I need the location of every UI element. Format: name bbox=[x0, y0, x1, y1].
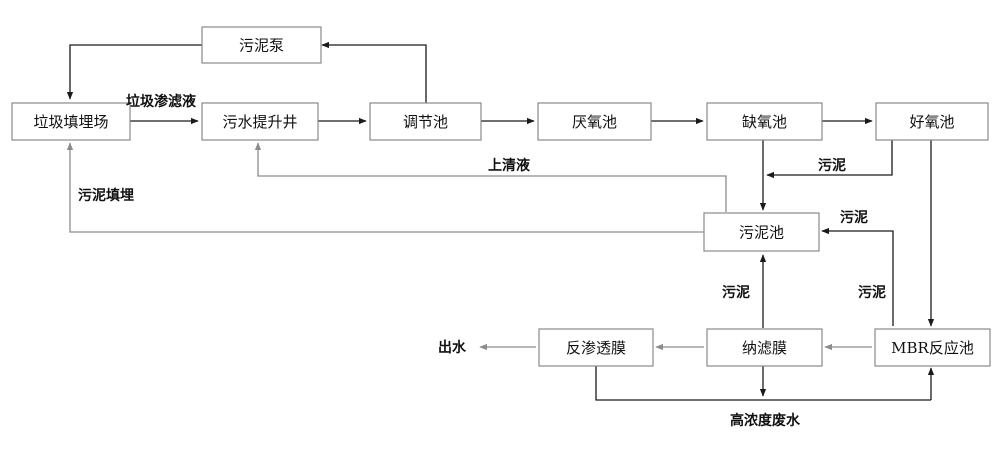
box-anaerobic-tank bbox=[537, 102, 652, 141]
node-lift-well: 污水提升井 bbox=[222, 113, 297, 131]
box-mbr-tank bbox=[874, 328, 991, 367]
node-reverse-osmosis: 反渗透膜 bbox=[566, 339, 626, 357]
box-nanofiltration bbox=[706, 328, 823, 367]
box-sludge-pump bbox=[201, 26, 322, 64]
label-effluent: 出水 bbox=[438, 339, 467, 356]
node-aerobic-tank: 好氧池 bbox=[909, 113, 954, 131]
edge-supernatant-to-lift-well bbox=[254, 142, 727, 212]
box-anoxic-tank bbox=[706, 102, 823, 141]
node-landfill: 垃圾填埋场 bbox=[33, 113, 108, 131]
edge-mbr-sludge-to-sludge-tank bbox=[821, 227, 894, 326]
label-sludge-mbr-lower: 污泥 bbox=[858, 284, 886, 301]
label-sludge-nanofiltration: 污泥 bbox=[722, 284, 750, 301]
box-lift-well bbox=[201, 102, 319, 141]
box-reverse-osmosis bbox=[538, 328, 654, 367]
node-regulating-tank: 调节池 bbox=[403, 113, 448, 131]
node-anaerobic-tank: 厌氧池 bbox=[572, 113, 617, 131]
box-aerobic-tank bbox=[875, 102, 989, 141]
label-sludge-landfill: 污泥填埋 bbox=[78, 187, 134, 204]
node-nanofiltration: 纳滤膜 bbox=[742, 339, 787, 357]
label-leachate: 垃圾渗滤液 bbox=[126, 93, 197, 110]
edge-ro-concentrate-down bbox=[595, 366, 931, 401]
label-sludge-aerobic: 污泥 bbox=[818, 157, 846, 174]
node-sludge-tank: 污泥池 bbox=[739, 224, 784, 242]
edge-regulating-to-sludge-pump bbox=[321, 41, 427, 103]
edge-sludge-tank-to-landfill bbox=[66, 142, 704, 233]
label-concentrate: 高浓度废水 bbox=[730, 412, 801, 429]
box-regulating-tank bbox=[369, 102, 482, 141]
label-sludge-mbr-upper: 污泥 bbox=[840, 209, 868, 226]
box-landfill bbox=[11, 102, 131, 141]
node-anoxic-tank: 缺氧池 bbox=[742, 113, 787, 131]
edge-sludge-pump-to-landfill bbox=[66, 44, 202, 100]
edge-aerobic-sludge bbox=[766, 139, 893, 179]
label-supernatant: 上清液 bbox=[488, 157, 531, 174]
node-sludge-pump: 污泥泵 bbox=[239, 37, 284, 55]
node-mbr-tank: MBR反应池 bbox=[891, 339, 974, 357]
box-sludge-tank bbox=[703, 212, 820, 252]
